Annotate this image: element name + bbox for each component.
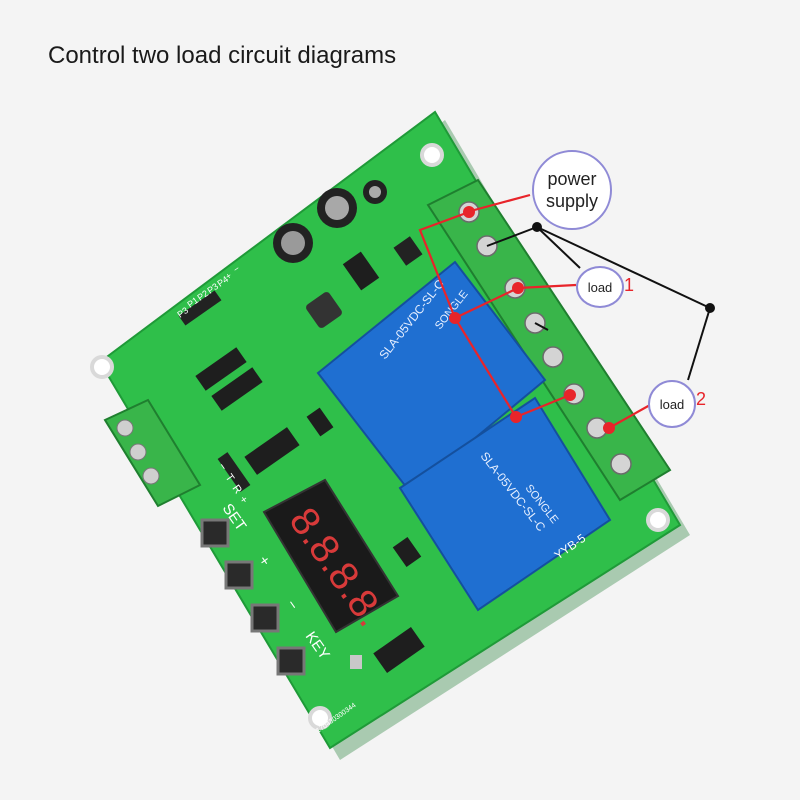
capacitors: [273, 180, 423, 328]
input-terminal-block: [103, 398, 202, 508]
relay-1: SLA-05VDC-SL-C SONGLE: [316, 260, 547, 494]
junction-dot: [532, 222, 542, 232]
power-supply-callout: power supply: [532, 150, 612, 230]
relay-2: SLA-05VDC-SL-C SONGLE: [398, 396, 612, 612]
junction-dot: [705, 303, 715, 313]
pin-header: [178, 290, 251, 492]
svg-text:+: +: [223, 270, 233, 281]
smd-components: [195, 251, 425, 674]
push-buttons: [200, 518, 306, 676]
pin-labels: P3 P1 P2 P3 P4 + −: [175, 263, 241, 319]
black-wiring: [486, 226, 711, 381]
mounting-holes: [90, 143, 670, 730]
power-supply-label: power supply: [545, 169, 599, 211]
load-2-number: 2: [696, 389, 707, 409]
red-dots: [449, 206, 615, 434]
load-1-label: load: [587, 279, 613, 295]
diagram-title: Control two load circuit diagrams: [48, 42, 397, 69]
svg-text:−: −: [231, 263, 241, 274]
load-1-callout: load: [576, 266, 624, 308]
red-wiring: [418, 193, 651, 429]
load-2-label: load: [659, 396, 685, 412]
load-2-callout: load: [648, 380, 696, 428]
load-1-number: 1: [624, 275, 635, 295]
